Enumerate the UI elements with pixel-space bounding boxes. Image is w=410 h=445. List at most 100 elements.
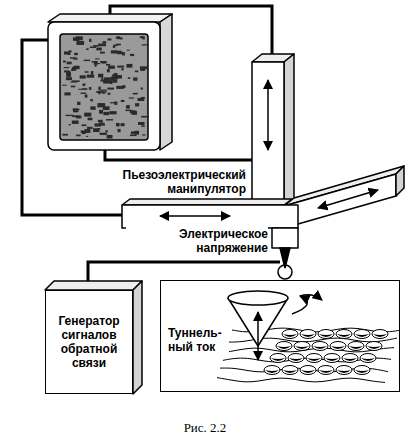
figure-caption: Рис. 2.2 — [0, 420, 410, 436]
screen-speckle — [127, 50, 130, 51]
screen-speckle — [104, 77, 111, 80]
screen-speckle — [86, 136, 88, 137]
screen-speckle — [99, 110, 103, 114]
surface-atom — [324, 354, 340, 363]
surface-atom — [342, 354, 358, 363]
screen-speckle — [81, 130, 85, 132]
screen-speckle — [100, 61, 107, 63]
screen-speckle — [100, 52, 105, 54]
magnified-inset: Туннель- ный ток — [160, 280, 400, 392]
feedback-generator-box: Генератор сигналов обратной связи — [45, 290, 133, 394]
surface-line — [217, 378, 385, 383]
surface-atom — [318, 366, 334, 375]
surface-atom — [348, 342, 364, 351]
screen-speckle — [122, 52, 125, 55]
surface-atom — [336, 330, 352, 339]
screen-speckle — [107, 135, 113, 138]
screen-speckle — [106, 119, 113, 120]
screen-speckle — [122, 85, 125, 88]
screen-speckle — [84, 60, 90, 61]
screen-speckle — [95, 64, 97, 66]
surface-atom — [330, 342, 346, 351]
screen-speckle — [107, 69, 110, 72]
voltage-label: Электрическое напряжение — [126, 227, 268, 255]
screen-speckle — [82, 84, 84, 85]
screen-speckle — [97, 128, 100, 130]
screen-speckle — [101, 90, 107, 91]
screen-speckle — [64, 67, 70, 68]
screen-speckle — [99, 91, 106, 92]
screen-speckle — [62, 85, 67, 86]
surface-atom — [360, 354, 376, 363]
screen-speckle — [127, 105, 130, 108]
screen-speckle — [83, 83, 86, 85]
surface-atom — [306, 354, 322, 363]
screen-speckle — [82, 124, 87, 126]
screen-speckle — [108, 93, 111, 95]
screen-speckle — [97, 103, 105, 107]
screen-speckle — [125, 110, 131, 111]
screen-speckle — [116, 123, 119, 126]
screen-speckle — [98, 120, 103, 122]
screen-speckle — [62, 134, 68, 136]
surface-atom — [336, 366, 352, 375]
screen-speckle — [90, 106, 95, 109]
screen-speckle — [103, 41, 107, 43]
screen-speckle — [120, 123, 124, 126]
screen-speckle — [66, 115, 74, 116]
screen-speckle — [126, 64, 132, 68]
screen-speckle — [118, 129, 121, 132]
screen-speckle — [68, 124, 70, 125]
piezo-bar-z — [252, 54, 294, 206]
screen-speckle — [93, 128, 100, 132]
surface-atom — [318, 330, 334, 339]
screen-speckle — [95, 58, 99, 59]
screen-speckle — [113, 46, 116, 48]
screen-speckle — [76, 41, 84, 45]
screen-speckle — [117, 66, 124, 68]
screen-image — [62, 36, 149, 138]
screen-speckle — [138, 122, 144, 125]
screen-speckle — [89, 87, 91, 90]
screen-speckle — [135, 70, 138, 72]
sample-surface — [217, 328, 400, 382]
screen-speckle — [74, 53, 78, 55]
piezo-bar-y — [284, 166, 404, 228]
surface-atom — [300, 366, 316, 375]
surface-atom — [282, 330, 298, 339]
screen-speckle — [135, 131, 139, 135]
surface-atom — [294, 342, 310, 351]
screen-speckle — [96, 47, 101, 50]
screen-speckle — [76, 116, 81, 119]
screen-speckle — [114, 51, 121, 54]
surface-atom — [276, 342, 292, 351]
screen-speckle — [98, 74, 103, 78]
screen-speckle — [133, 77, 137, 80]
monitor — [48, 14, 172, 150]
screen-speckle — [90, 46, 96, 48]
screen-speckle — [68, 52, 71, 55]
screen-speckle — [85, 129, 91, 133]
screen-speckle — [84, 113, 91, 117]
screen-speckle — [121, 68, 123, 70]
screen-speckle — [117, 36, 120, 39]
screen-speckle — [91, 71, 93, 75]
screen-speckle — [78, 89, 82, 90]
wire — [22, 6, 280, 290]
screen-speckle — [67, 62, 72, 65]
surface-atom — [354, 366, 370, 375]
screen-speckle — [85, 95, 88, 98]
screen-speckle — [141, 116, 149, 118]
screen-speckle — [97, 106, 104, 107]
screen-speckle — [103, 106, 110, 110]
screen-speckle — [114, 101, 117, 104]
screen-speckle — [141, 125, 144, 127]
screen-speckle — [88, 118, 93, 121]
screen-speckle — [86, 48, 89, 50]
screen-speckle — [80, 75, 86, 78]
generator-housing — [45, 281, 142, 394]
surface-atom — [354, 330, 370, 339]
screen-speckle — [107, 88, 114, 90]
screen-speckle — [73, 66, 79, 69]
screen-speckle — [92, 61, 95, 62]
